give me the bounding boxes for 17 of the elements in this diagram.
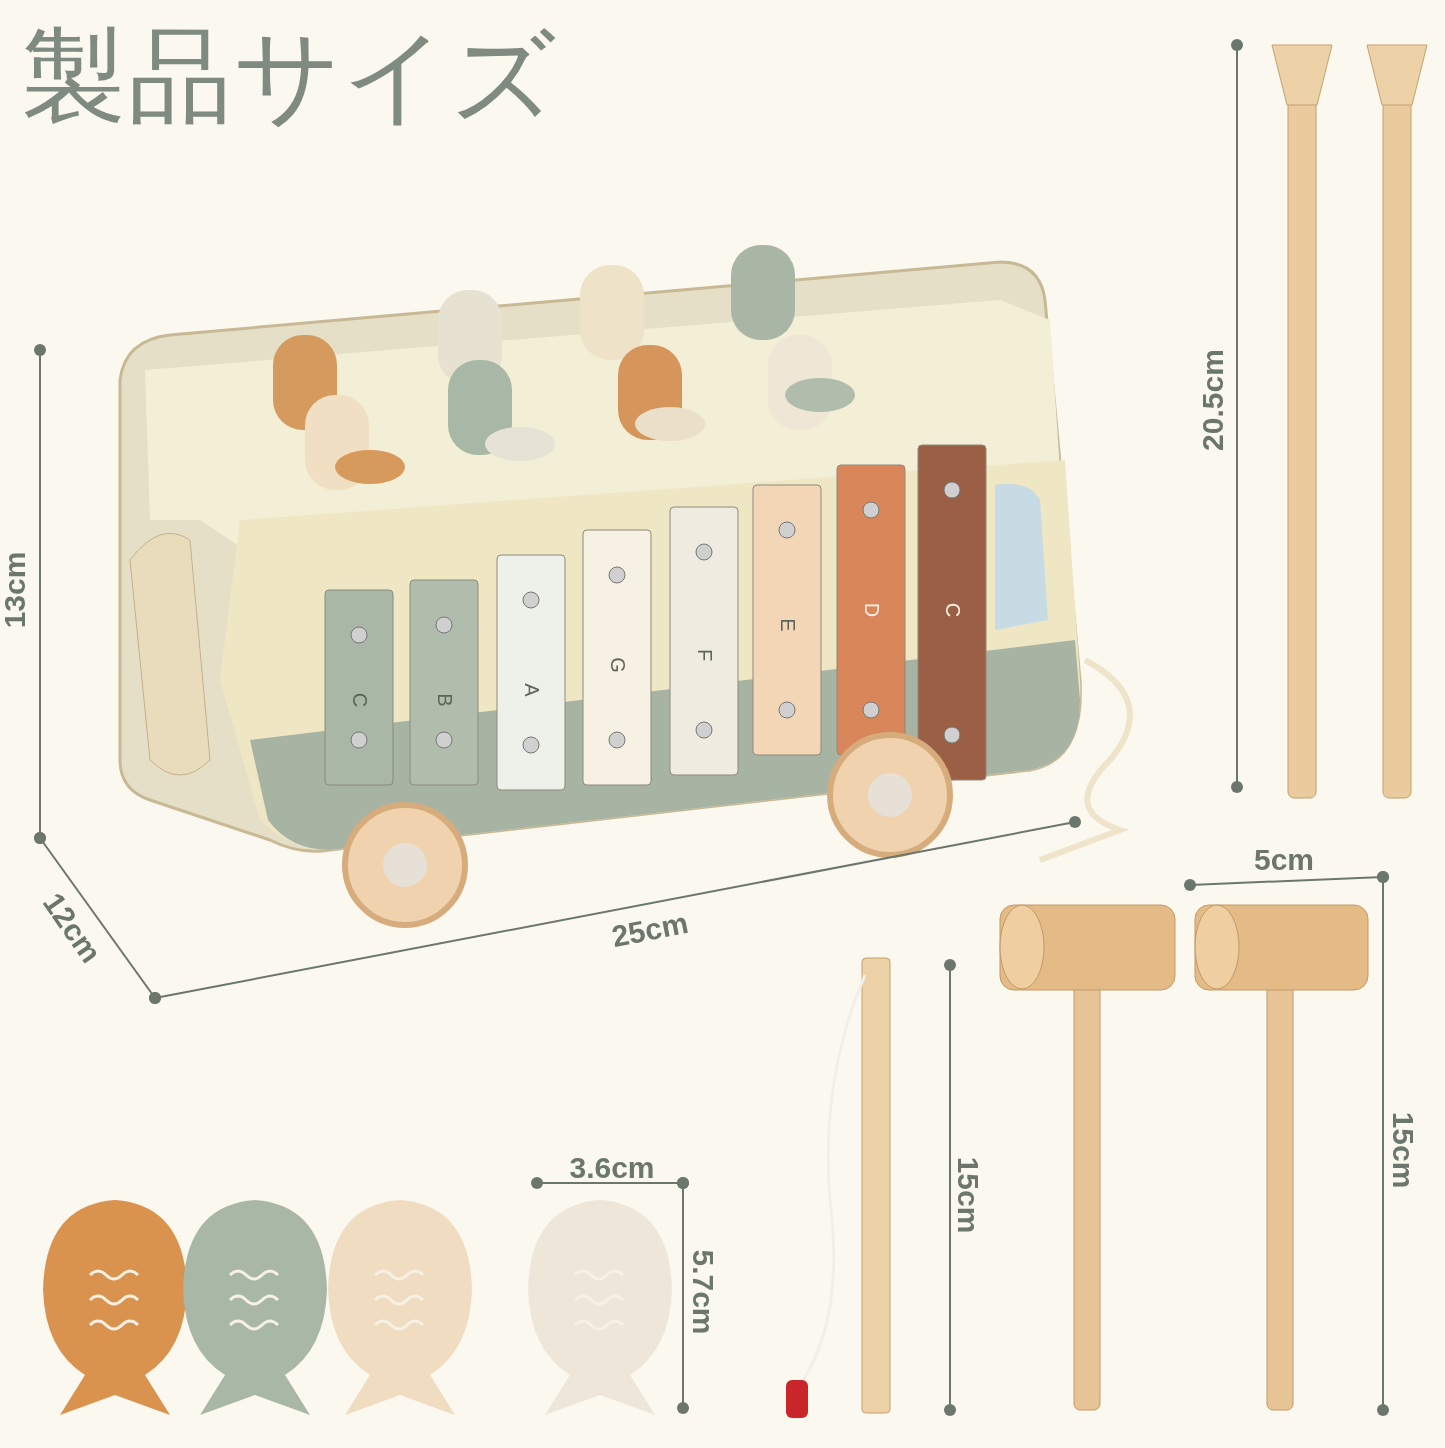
note-letter: A [519,683,543,697]
dimension-label: 13cm [0,551,32,629]
dimension-label: 15cm [1386,1111,1420,1189]
note-letter: G [605,657,629,673]
note-letter: D [859,602,883,618]
title: 製品サイズ [22,14,558,139]
dimension-label: 5cm [1254,843,1314,877]
dimension-label: 20.5cm [1196,349,1230,451]
dimension-label: 25cm [609,906,691,954]
dimension-label: 3.6cm [569,1151,655,1185]
note-letter: C [940,602,964,618]
note-letter: C [347,692,371,708]
note-letter: F [692,648,716,662]
note-letter: B [432,693,456,707]
note-letter: E [775,618,799,632]
dimension-label: 5.7cm [686,1249,720,1335]
dimension-label: 15cm [951,1156,985,1234]
